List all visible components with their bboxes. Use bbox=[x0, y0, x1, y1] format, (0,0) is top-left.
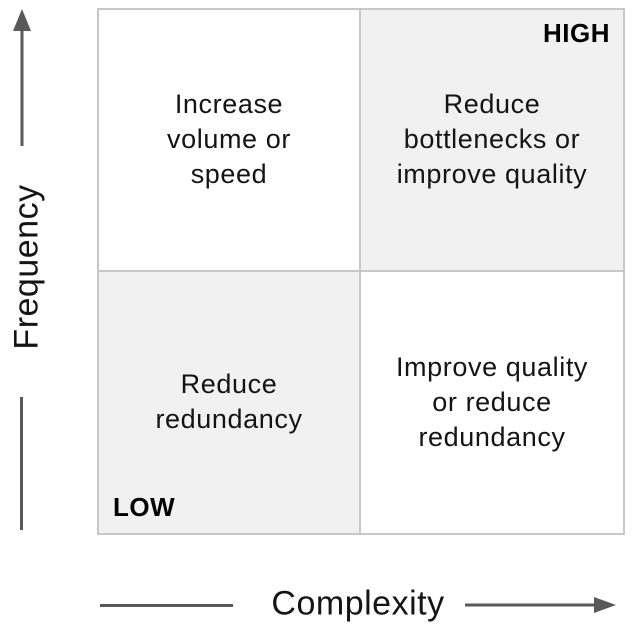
quadrant-top-right: HIGH Reduce bottlenecks or improve quali… bbox=[361, 10, 623, 272]
quadrant-bottom-left: Reduce redundancy LOW bbox=[99, 271, 361, 533]
x-axis-arrow-right-icon bbox=[465, 597, 616, 613]
quadrant-label: Increase volume or speed bbox=[167, 89, 291, 190]
quadrant-top-left: Increase volume or speed bbox=[99, 10, 361, 272]
high-badge: HIGH bbox=[543, 18, 610, 48]
quadrant-label: Improve quality or reduce redundancy bbox=[395, 351, 589, 452]
quadrant-label: Reduce redundancy bbox=[155, 369, 303, 435]
y-axis-line bbox=[20, 397, 23, 530]
x-axis-line bbox=[100, 604, 233, 607]
low-badge: LOW bbox=[113, 492, 176, 522]
y-axis-label: Frequency bbox=[7, 184, 46, 350]
y-axis-arrow-up-icon bbox=[13, 9, 31, 146]
x-axis-label: Complexity bbox=[271, 584, 445, 623]
matrix-grid: Increase volume or speed HIGH Reduce bot… bbox=[97, 8, 625, 535]
quadrant-bottom-right: Improve quality or reduce redundancy bbox=[361, 271, 623, 533]
quadrant-label: Reduce bottlenecks or improve quality bbox=[396, 89, 588, 190]
